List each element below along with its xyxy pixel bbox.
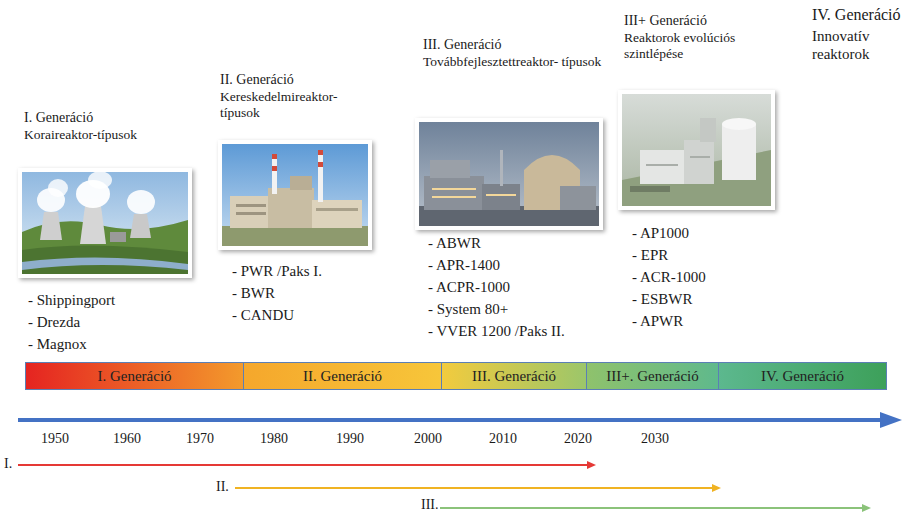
- gen-column: III. GenerációTovábbfejlesztettreaktor- …: [415, 37, 610, 230]
- generation-subtitle: Koraireaktor-típusok: [24, 127, 198, 143]
- reactor-type: - CANDU: [232, 306, 294, 324]
- reactor-type: - Magnox: [28, 335, 87, 353]
- reactor-type: - System 80+: [428, 300, 508, 318]
- range-label: III.: [421, 497, 439, 514]
- gen-column: II. GenerációKereskedelmireaktor- típuso…: [218, 72, 378, 250]
- reactor-type: - AP1000: [632, 224, 689, 242]
- year-tick: 1950: [41, 431, 69, 448]
- reactor-type: - VVER 1200 /Paks II.: [428, 322, 565, 340]
- year-tick: 2020: [564, 431, 592, 448]
- band-label: I. Generáció: [97, 367, 171, 385]
- year-tick: 1970: [186, 431, 214, 448]
- reactor-type: - APR-1400: [428, 256, 500, 274]
- photo-gen1-scene: [22, 171, 188, 274]
- reactor-type: - Shippingport: [28, 291, 115, 309]
- generation-heading: IV. Generáció: [812, 5, 901, 24]
- timeline-band: I. Generáció: [25, 362, 244, 390]
- reactor-type: - ABWR: [428, 234, 481, 252]
- generation-heading: III+ Generáció: [624, 13, 780, 30]
- photo-gen3plus-scene: [622, 94, 771, 206]
- photo-gen1: [18, 168, 192, 278]
- year-tick: 2030: [641, 431, 669, 448]
- timeline-band: II. Generáció: [243, 362, 442, 390]
- generation-subtitle: Innovatív reaktorok: [812, 27, 907, 63]
- generation-subtitle: Továbbfejlesztettreaktor- típusok: [423, 54, 610, 70]
- generation-heading: III. Generáció: [423, 37, 610, 54]
- band-label: III. Generáció: [472, 367, 556, 385]
- photo-gen3plus: [618, 90, 775, 210]
- gen-column: I. GenerációKoraireaktor-típusok: [18, 110, 198, 278]
- reactor-type: - APWR: [632, 312, 683, 330]
- reactor-type: - Drezda: [28, 313, 80, 331]
- generation-heading: I. Generáció: [24, 110, 198, 127]
- range-arrow-gen1: [18, 461, 596, 469]
- generation-subtitle: Reaktorok evolúciós szintlépése: [624, 30, 780, 62]
- reactor-type: - ACR-1000: [632, 268, 706, 286]
- photo-gen2: [218, 140, 372, 250]
- year-tick: 2010: [489, 431, 517, 448]
- year-tick: 1960: [113, 431, 141, 448]
- range-label: II.: [216, 479, 229, 496]
- reactor-type: - PWR /Paks I.: [232, 262, 322, 280]
- range-label: I.: [4, 456, 12, 473]
- year-tick: 1990: [336, 431, 364, 448]
- range-arrow-gen2: [235, 484, 721, 492]
- band-label: IV. Generáció: [761, 367, 844, 385]
- timeline-band: III. Generáció: [441, 362, 587, 390]
- photo-gen3-scene: [419, 122, 599, 226]
- range-arrow-gen3: [440, 504, 871, 512]
- reactor-type: - BWR: [232, 284, 275, 302]
- generation-heading: II. Generáció: [220, 72, 378, 89]
- reactor-type: - EPR: [632, 246, 668, 264]
- time-axis: [18, 412, 902, 428]
- timeline-band: III+. Generáció: [586, 362, 719, 390]
- generation-subtitle: Kereskedelmireaktor- típusok: [220, 89, 378, 121]
- reactor-type: - ACPR-1000: [428, 278, 510, 296]
- band-label: III+. Generáció: [606, 367, 699, 385]
- photo-gen3: [415, 118, 603, 230]
- band-label: II. Generáció: [303, 367, 382, 385]
- timeline-band: IV. Generáció: [718, 362, 887, 390]
- year-tick: 2000: [414, 431, 442, 448]
- gen-column: III+ GenerációReaktorok evolúciós szintl…: [618, 13, 780, 210]
- photo-gen2-scene: [222, 144, 368, 246]
- reactor-type: - ESBWR: [632, 290, 692, 308]
- year-tick: 1980: [260, 431, 288, 448]
